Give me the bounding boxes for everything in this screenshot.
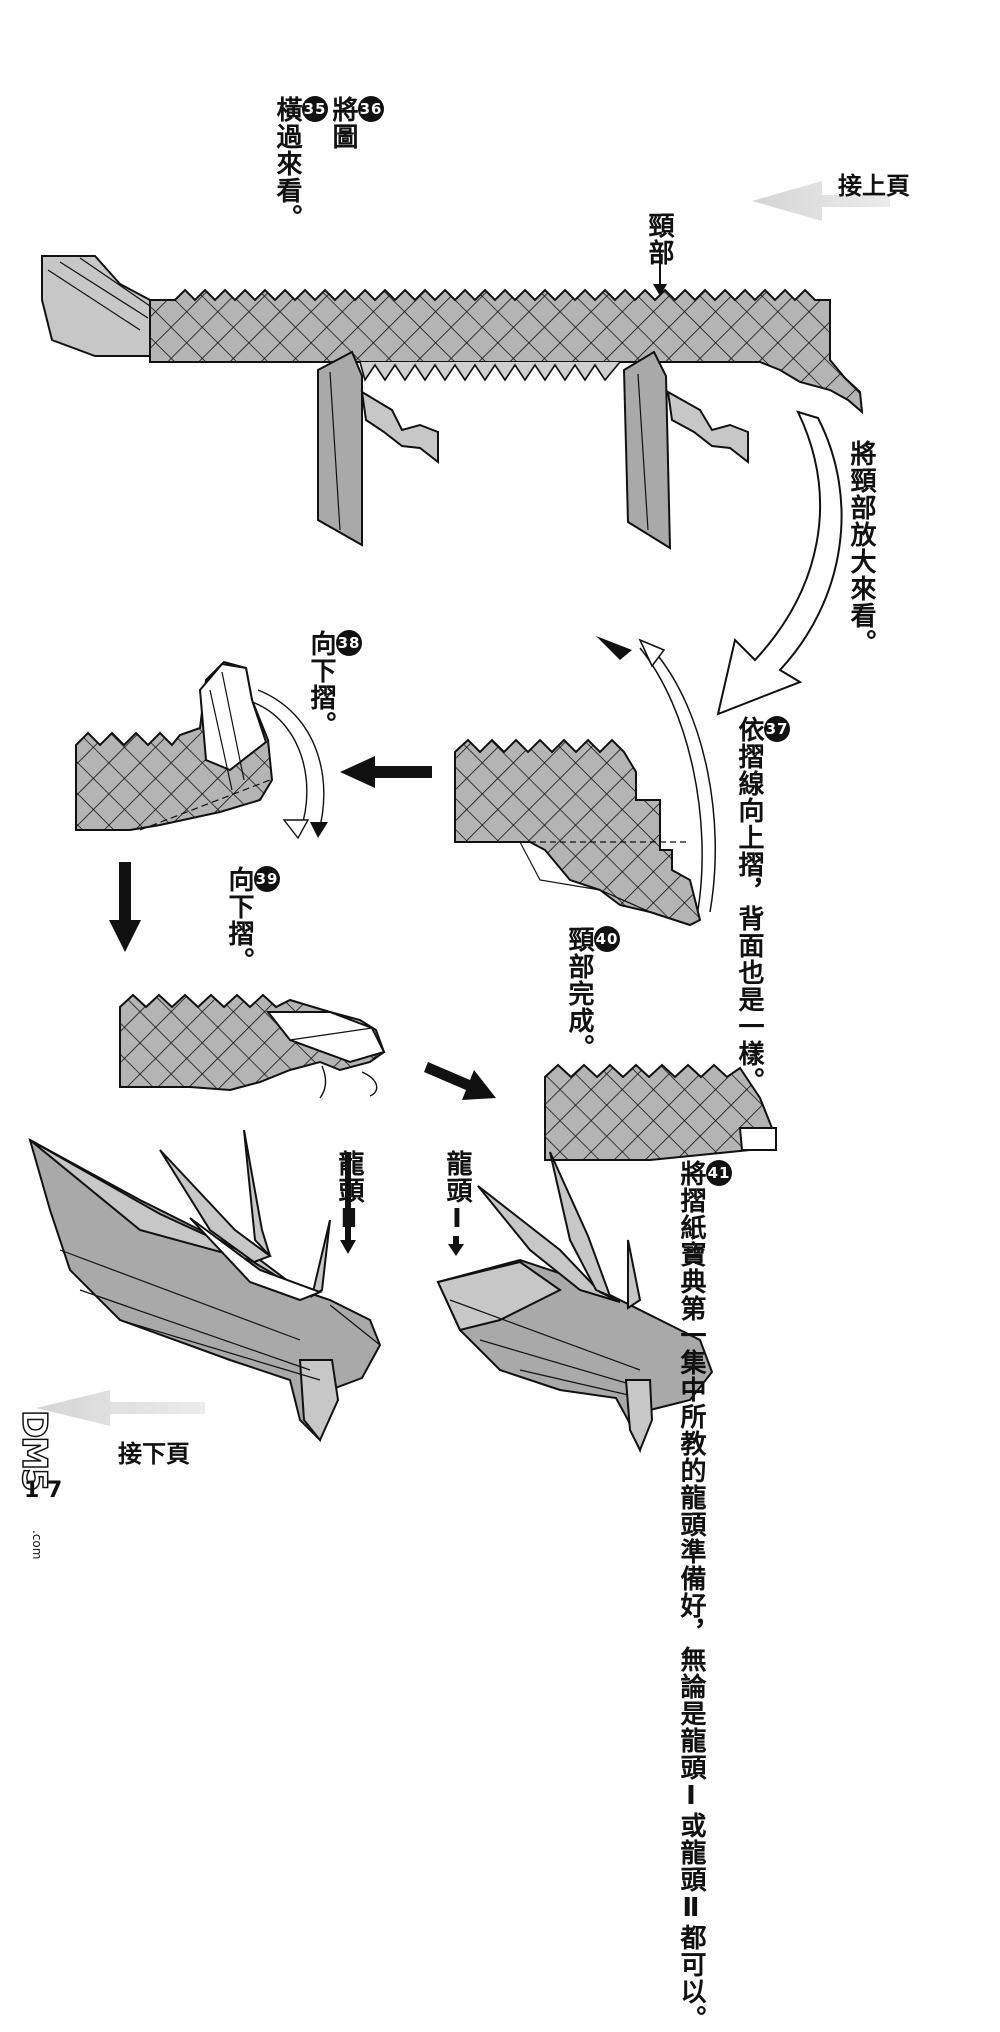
arrow-38-to-39-icon xyxy=(109,862,141,952)
dragon-head-2-figure xyxy=(28,1129,382,1443)
dragon-head-1-figure xyxy=(436,1151,714,1454)
zoom-neck-label: 將頸部放大來看。 xyxy=(846,440,876,656)
continue-next-label: 接下頁 xyxy=(118,1440,190,1468)
step40-text: 40 頸部完成。 xyxy=(564,926,620,1061)
continue-next-arrow-icon xyxy=(36,1390,205,1426)
neck-label: 頸部 xyxy=(644,212,674,266)
step36-text-b: 橫過來看。 xyxy=(272,96,302,231)
continue-prev-arrow-icon xyxy=(752,181,890,221)
page-number: 1 7 xyxy=(24,1478,63,1503)
step37-text: 37 依摺線向上摺，背面也是一樣。 xyxy=(734,716,790,1094)
step36-ref-badge: 35 xyxy=(302,96,328,122)
step38-text: 38 向下摺。 xyxy=(306,630,362,738)
step41-number-badge: 41 xyxy=(706,1160,732,1186)
step37-neck-figure xyxy=(454,636,717,927)
step41-body: 將摺紙寶典第一集中所教的龍頭準備好，無論是龍頭Ⅰ或龍頭Ⅱ都可以。 xyxy=(676,1160,706,2032)
step40-number-badge: 40 xyxy=(594,926,620,952)
step39-text: 39 向下摺。 xyxy=(224,866,280,974)
step37-body: 依摺線向上摺，背面也是一樣。 xyxy=(734,716,764,1094)
step40-body: 頸部完成。 xyxy=(564,926,594,1061)
step36-text-a: 將圖 xyxy=(328,96,358,150)
step36-number-badge: 36 xyxy=(358,96,384,122)
dragon-head-1-label: 龍頭Ⅰ xyxy=(442,1150,472,1235)
arrow-39-to-40-icon xyxy=(424,1062,496,1100)
step40-neck-figure xyxy=(544,1063,778,1161)
origami-diagram-art xyxy=(28,181,890,1454)
step39-number-badge: 39 xyxy=(254,866,280,892)
arrow-37-to-38-icon xyxy=(340,756,432,788)
site-logo-sub: .com xyxy=(30,1530,44,1560)
dragon-head-2-label: 龍頭Ⅱ xyxy=(334,1150,364,1235)
step36-body-figure xyxy=(41,248,864,550)
site-logo: DM5 xyxy=(13,1409,55,1490)
step39-body: 向下摺。 xyxy=(224,866,254,974)
step39-neck-figure xyxy=(119,993,386,1099)
zoom-curved-arrow-icon xyxy=(716,410,843,716)
step38-body: 向下摺。 xyxy=(306,630,336,738)
step37-number-badge: 37 xyxy=(764,716,790,742)
step38-number-badge: 38 xyxy=(336,630,362,656)
step41-text: 41 將摺紙寶典第一集中所教的龍頭準備好，無論是龍頭Ⅰ或龍頭Ⅱ都可以。 xyxy=(676,1160,732,2032)
step36-text: 36 將圖 35 橫過來看。 xyxy=(272,96,384,231)
step38-neck-figure xyxy=(75,660,328,840)
continue-prev-label: 接上頁 xyxy=(838,172,910,200)
